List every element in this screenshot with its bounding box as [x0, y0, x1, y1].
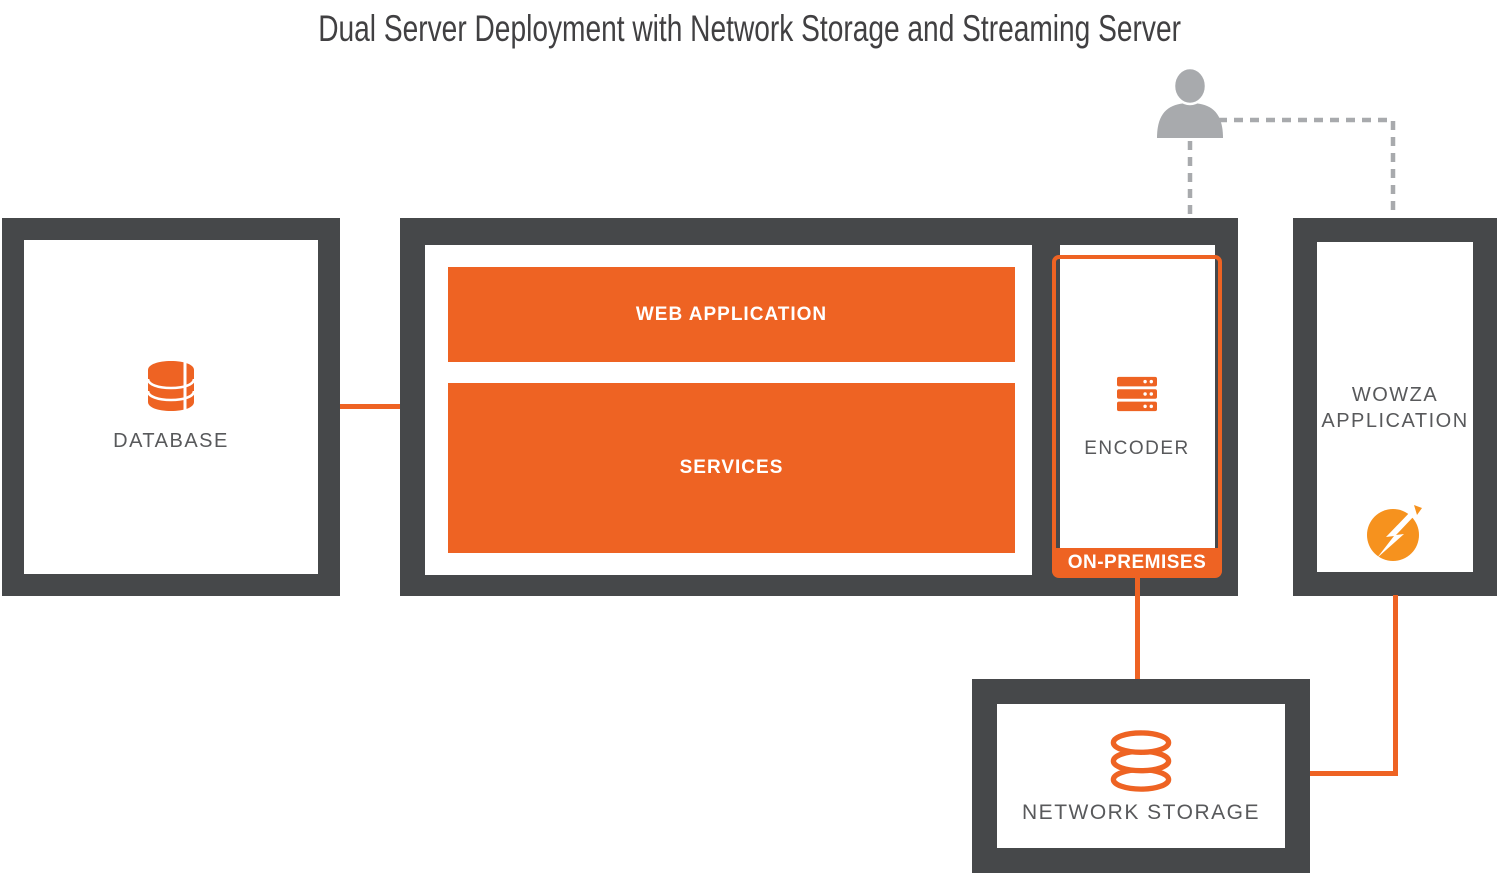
connector-encoder-storage	[1135, 576, 1140, 679]
database-box-inner: DATABASE	[24, 240, 318, 574]
wowza-logo-icon	[1367, 505, 1422, 561]
on-premises-server-box: WEB APPLICATION SERVICES ENCODER ON-PREM…	[400, 218, 1238, 596]
wowza-box-inner: WOWZA APPLICATION	[1317, 242, 1473, 572]
connector-storage-horizontal	[1310, 771, 1398, 776]
server-stack-icon	[1117, 376, 1157, 412]
database-icon	[146, 360, 196, 412]
wowza-label-line1: WOWZA	[1351, 384, 1439, 406]
encoder-label: ENCODER	[1084, 438, 1190, 459]
network-storage-box: NETWORK STORAGE	[972, 679, 1310, 873]
encoder-block: ENCODER	[1052, 255, 1222, 577]
person-icon	[1157, 66, 1223, 138]
on-premises-badge: ON-PREMISES	[1052, 548, 1222, 578]
database-box: DATABASE	[2, 218, 340, 596]
wowza-application-label: WOWZA APPLICATION	[1317, 382, 1473, 434]
diagram-title: Dual Server Deployment with Network Stor…	[0, 8, 1500, 50]
connector-wowza-vertical	[1393, 595, 1398, 776]
connector-database-server	[340, 404, 400, 409]
network-storage-box-inner: NETWORK STORAGE	[997, 704, 1285, 848]
network-storage-label: NETWORK STORAGE	[1022, 801, 1260, 824]
connector-user-wowza	[1218, 117, 1396, 217]
diagram-title-text: Dual Server Deployment with Network Stor…	[318, 8, 1182, 49]
database-label: DATABASE	[113, 430, 229, 452]
storage-disks-icon	[1110, 730, 1172, 792]
services-block: SERVICES	[448, 383, 1015, 553]
server-main-panel: WEB APPLICATION SERVICES	[425, 245, 1032, 575]
wowza-application-box: WOWZA APPLICATION	[1293, 218, 1497, 596]
web-application-block: WEB APPLICATION	[448, 267, 1015, 362]
wowza-label-line2: APPLICATION	[1321, 410, 1469, 432]
